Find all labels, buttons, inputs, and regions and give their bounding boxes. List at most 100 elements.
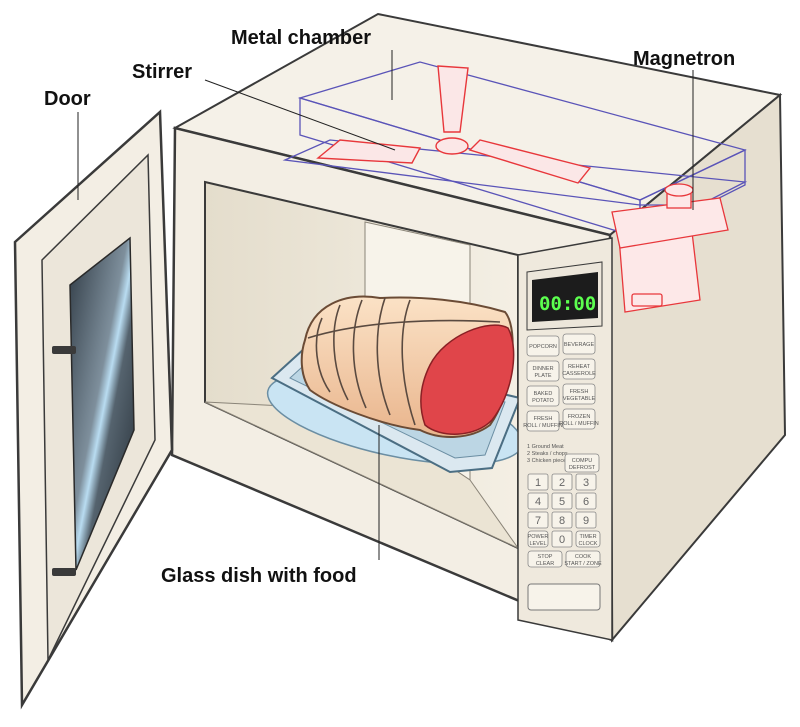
keypad-key-label: 0 [559, 534, 565, 546]
stop-clear-button-label-1: STOP [538, 554, 553, 560]
keypad-key-face [575, 492, 597, 510]
cook-start-button-label-1: COOK [575, 554, 592, 560]
defrost-option-1: 1 Ground Meat [527, 444, 564, 450]
label-magnetron: Magnetron [633, 48, 736, 70]
preset-button-8-label-1: FROZEN [568, 414, 591, 420]
door-latch-bottom [52, 568, 76, 576]
power-level-button-face [527, 530, 549, 548]
stop-clear-button-face [527, 550, 563, 568]
label-glass-dish: Glass dish with food [161, 565, 357, 587]
cook-start-button-label-2: START / ZONE [564, 561, 602, 567]
keypad-key-face [527, 492, 549, 510]
preset-button-6-label-2: VEGETABLE [563, 396, 596, 402]
preset-button-4-label-1: REHEAT [568, 364, 591, 370]
preset-button-7-label-1: FRESH [534, 416, 553, 422]
preset-button-2[interactable]: BEVERAGE [562, 333, 596, 355]
preset-button-4-face [562, 358, 596, 380]
preset-button-6-face [562, 383, 596, 405]
microwave-door[interactable] [13, 109, 174, 710]
keypad-key-face [527, 473, 549, 491]
keypad-key-face [551, 530, 573, 548]
magnetron-connector [631, 293, 663, 307]
timer-clock-button-label-1: TIMER [579, 534, 596, 540]
leader-stirrer [204, 79, 396, 151]
stirrer-blade-left [316, 139, 422, 164]
preset-button-6-label-1: FRESH [570, 389, 589, 395]
defrost-option-3: 3 Chicken pieces [527, 458, 569, 464]
label-stirrer: Stirrer [132, 61, 193, 83]
display-time: 00:00 [539, 293, 596, 315]
leader-lines [77, 50, 694, 560]
keypad-key-3[interactable]: 3 [575, 473, 597, 491]
stirrer-blade-right [468, 139, 592, 184]
defrost-option-2: 2 Steaks / chops [527, 451, 568, 457]
butcher-twine [307, 297, 501, 426]
preset-button-1-label: POPCORN [529, 344, 557, 350]
preset-button-7-face [526, 410, 560, 432]
door-release-button[interactable] [527, 583, 601, 611]
preset-button-1[interactable]: POPCORN [526, 335, 560, 357]
keypad-key-5[interactable]: 5 [551, 492, 573, 510]
compu-defrost-button-face [564, 453, 600, 473]
stirrer-hub [435, 137, 469, 155]
keypad-key-label: 4 [535, 496, 541, 508]
keypad-key-face [527, 511, 549, 529]
keypad-key-label: 5 [559, 496, 565, 508]
preset-button-3-label-2: PLATE [534, 373, 551, 379]
label-door: Door [44, 88, 91, 110]
keypad-key-label: 1 [535, 477, 541, 489]
preset-button-8-label-2: ROLL / MUFFIN [559, 421, 599, 427]
preset-button-5-face [526, 385, 560, 407]
roast-meat [300, 295, 515, 438]
keypad-key-label: 6 [583, 496, 589, 508]
preset-button-3-label-1: DINNER [532, 366, 553, 372]
compu-defrost-button-label-1: COMPU [572, 458, 593, 464]
keypad-key-face [551, 492, 573, 510]
keypad-key-face [575, 511, 597, 529]
meat-cut-face [420, 324, 515, 435]
label-metal-chamber: Metal chamber [231, 27, 372, 49]
keypad-key-8[interactable]: 8 [551, 511, 573, 529]
stirrer-fan [316, 65, 592, 184]
keypad-key-label: 8 [559, 515, 565, 527]
keypad-key-7[interactable]: 7 [527, 511, 549, 529]
keypad-key-2[interactable]: 2 [551, 473, 573, 491]
preset-button-3-face [526, 360, 560, 382]
stop-clear-button-label-2: CLEAR [536, 561, 554, 567]
keypad-key-0[interactable]: 0 [551, 530, 573, 548]
compu-defrost-button-label-2: DEFROST [569, 465, 596, 471]
preset-button-7-label-2: ROLL / MUFFIN [523, 423, 563, 429]
keypad-key-4[interactable]: 4 [527, 492, 549, 510]
preset-button-8-face [562, 408, 596, 430]
keypad-key-label: 9 [583, 515, 589, 527]
timer-clock-button-label-2: CLOCK [579, 541, 598, 547]
preset-button-2-label: BEVERAGE [564, 342, 595, 348]
keypad-key-label: 3 [583, 477, 589, 489]
keypad-key-1[interactable]: 1 [527, 473, 549, 491]
keypad-key-6[interactable]: 6 [575, 492, 597, 510]
door-latch-top [52, 346, 76, 354]
display-screen [532, 272, 598, 322]
preset-button-5-label-1: BAKED [534, 391, 553, 397]
keypad-key-label: 2 [559, 477, 565, 489]
preset-button-4-label-2: CASSEROLE [562, 371, 596, 377]
stirrer-blade-top [437, 65, 469, 133]
keypad-key-9[interactable]: 9 [575, 511, 597, 529]
